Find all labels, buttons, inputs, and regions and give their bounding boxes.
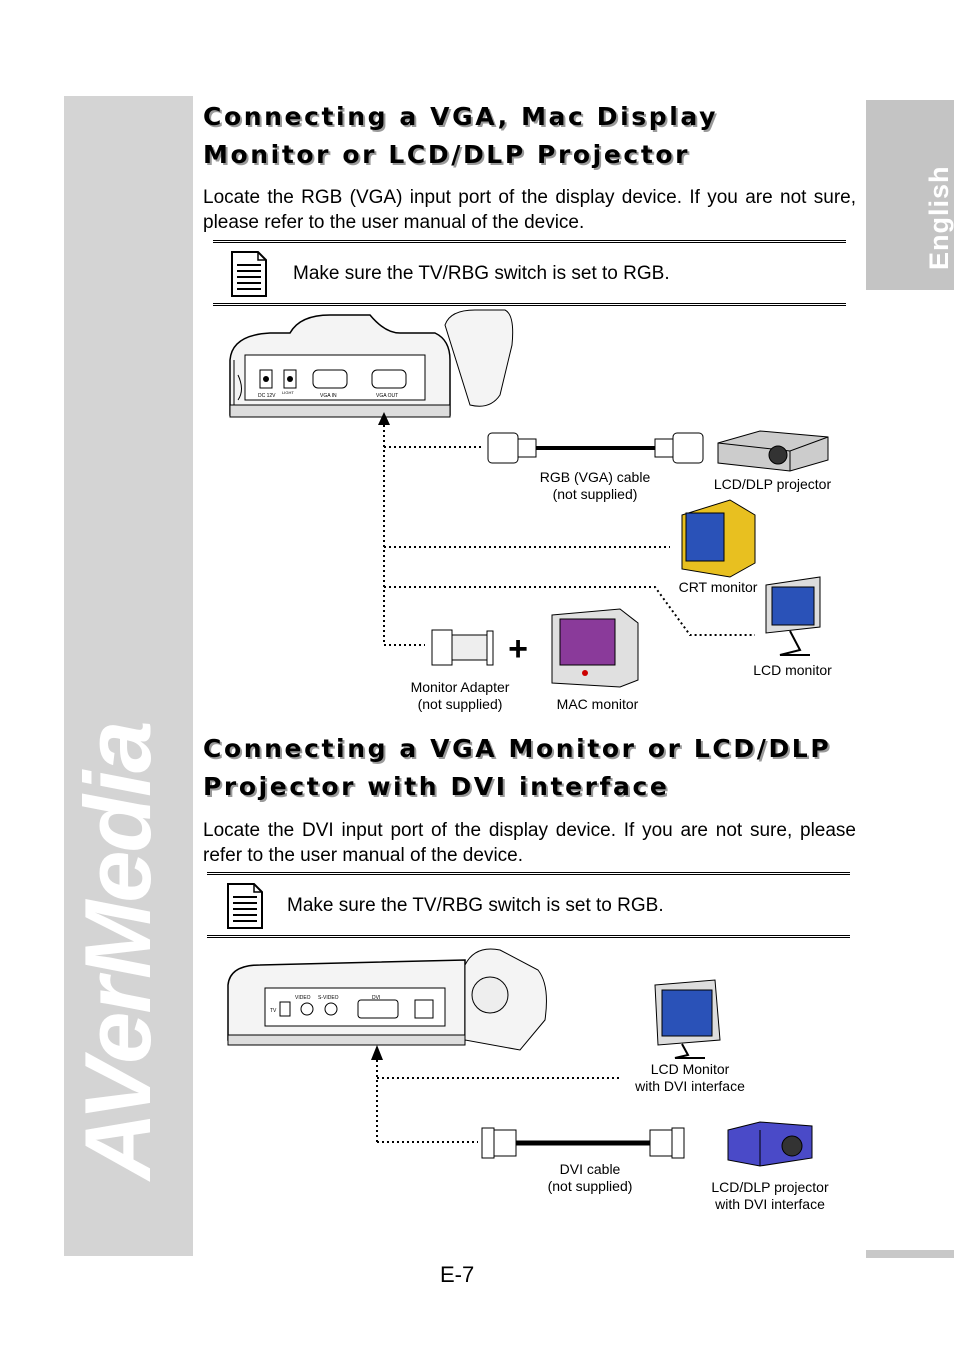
dvi-connection-lines (376, 1060, 620, 1143)
right-edge-bar (866, 1250, 954, 1258)
dvi-connection-diagram: VIDEO S-VIDEO DVI TV (227, 948, 813, 1167)
crt-label: CRT monitor (678, 579, 758, 595)
note-icon-2 (227, 883, 263, 929)
left-sidebar (64, 96, 193, 1256)
note-icon (231, 251, 267, 297)
port-dc: DC 12V (258, 393, 276, 399)
port-vga-in: VGA IN (320, 393, 337, 399)
arrow-up-2 (371, 1045, 383, 1060)
language-tab: English (866, 100, 954, 290)
section1-title: Connecting a VGA, Mac Display Monitor or… (203, 98, 718, 174)
port-video: VIDEO (295, 995, 311, 1001)
section1-body: Locate the RGB (VGA) input port of the d… (203, 187, 856, 233)
plus-sign: + (508, 630, 528, 668)
crt-monitor-icon (681, 499, 756, 578)
dvi-cable-label: DVI cable (not supplied) (547, 1161, 633, 1194)
lcd-dvi-monitor-icon (654, 979, 721, 1059)
monitor-adapter-icon (431, 629, 494, 666)
projector-icon (717, 430, 829, 472)
vga-connection-diagram: DC 12V LIGHT VGA IN VGA OUT (229, 309, 829, 688)
section2-title: Connecting a VGA Monitor or LCD/DLP Proj… (203, 730, 831, 806)
port-svideo: S-VIDEO (318, 995, 339, 1001)
section2-title-line2: Projector with DVI interface (203, 772, 670, 801)
adapter-label: Monitor Adapter (not supplied) (410, 679, 510, 712)
language-tab-label: English (924, 165, 954, 270)
projector-dvi-icon (727, 1121, 813, 1167)
port-dvi: DVI (372, 995, 380, 1001)
section2-title-line1: Connecting a VGA Monitor or LCD/DLP (203, 734, 832, 763)
vga-cable-label: RGB (VGA) cable (not supplied) (539, 469, 651, 502)
section2-body: Locate the DVI input port of the display… (203, 820, 856, 866)
document-camera-side (227, 948, 547, 1051)
port-tv: TV (270, 1008, 277, 1014)
port-light: LIGHT (282, 390, 294, 395)
arrow-up (378, 412, 390, 425)
section1-note: Make sure the TV/RBG switch is set to RG… (213, 240, 846, 306)
mac-label: MAC monitor (556, 696, 639, 712)
lcd-monitor-icon (765, 576, 821, 656)
vga-cable-icon (487, 432, 704, 464)
projector-dvi-label: LCD/DLP projector with DVI interface (711, 1179, 829, 1212)
section2-note-text: Make sure the TV/RBG switch is set to RG… (287, 895, 664, 916)
page-number: E-7 (440, 1262, 475, 1287)
port-vga-out: VGA OUT (376, 393, 398, 399)
lcd-label: LCD monitor (753, 662, 832, 678)
section1-title-line2: Monitor or LCD/DLP Projector (203, 140, 691, 169)
lcd-dvi-label: LCD Monitor with DVI interface (635, 1061, 745, 1094)
projector-label: LCD/DLP projector (713, 476, 832, 492)
dvi-cable-icon (481, 1127, 685, 1159)
section1-note-text: Make sure the TV/RBG switch is set to RG… (293, 263, 670, 284)
section1-title-line1: Connecting a VGA, Mac Display (203, 102, 718, 131)
connection-lines (383, 425, 755, 646)
brand-logo: AVerMedia (65, 722, 170, 1180)
document-camera-rear (229, 309, 514, 418)
mac-monitor-icon (551, 608, 639, 688)
section2-note: Make sure the TV/RBG switch is set to RG… (207, 872, 850, 938)
